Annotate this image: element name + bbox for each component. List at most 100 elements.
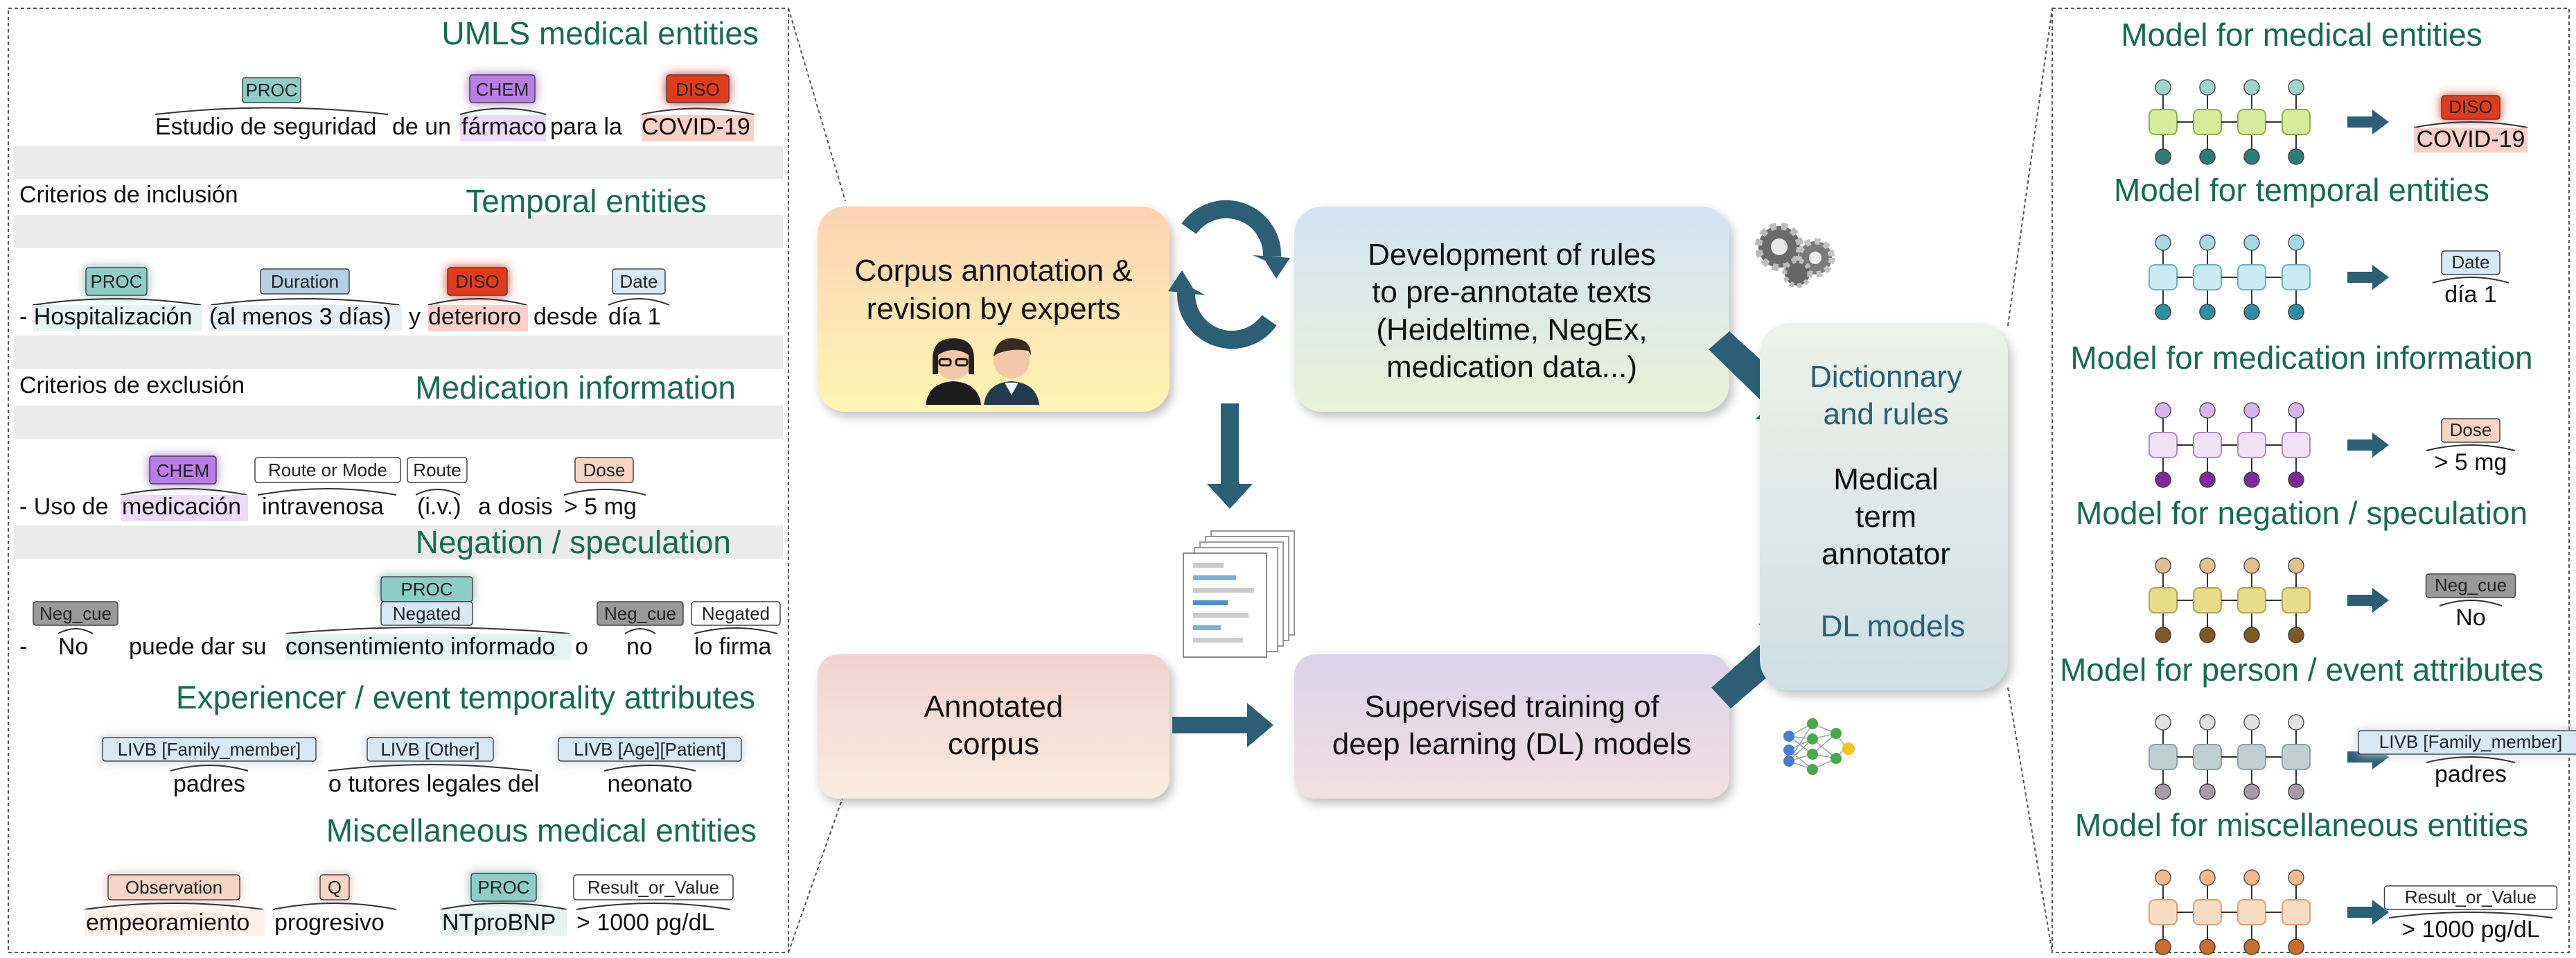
observation-tag-box [107,874,240,900]
output-node [2155,939,2171,955]
example-2: PROC Duration DISO Date - Hospitalizació… [19,267,670,331]
input-node [2243,402,2260,419]
output-node [2288,939,2304,955]
input-node [2288,869,2304,886]
left-panel: UMLS medical entities Temporal entities … [8,8,789,953]
model-arrow-head [2372,110,2389,134]
hidden-cell [2193,432,2222,458]
word: padres [173,771,245,797]
diso-tag: DISO [455,271,500,292]
heading-experiencer: Experiencer / event temporality attribut… [176,679,755,715]
annotator-line3: annotator [1821,537,1950,571]
right-arrow [1172,703,1273,747]
hidden-cell [2149,744,2178,770]
hidden-cell [2149,587,2178,613]
chem-highlight [121,495,248,521]
criteria-inclusion: Criterios de inclusión [19,182,238,208]
hidden-cell [2282,432,2311,458]
hidden-cell [2193,109,2222,135]
route-mode-tag: Route or Mode [268,460,387,480]
model-output: > 5 mg [2435,449,2507,476]
stripe [14,146,783,179]
annotator-line1: Medical [1833,462,1939,496]
bracket [576,903,731,910]
input-node [2288,557,2304,574]
input-node [2155,234,2171,251]
model-tag: Dose [2450,419,2492,440]
model-row: Model for person / event attributesLIVB … [2060,652,2576,800]
diso-tag-box [666,74,730,103]
output-node [2288,471,2304,488]
hidden-cell [2237,744,2266,770]
example-5: LIVB [Family_member] LIVB [Other] LIVB [… [102,737,742,797]
model-arrow-shaft [2347,595,2374,606]
model-arrow-head [2372,433,2389,458]
right-panel: Model for medical entitiesDISOCOVID-19Mo… [2052,8,2576,955]
neg-cue-tag: Neg_cue [604,603,676,624]
model-title: Model for temporal entities [2114,172,2489,208]
negated-tag-box [380,601,473,626]
center-workflow: Corpus annotation & revision by experts … [818,200,2008,799]
dose-tag-box [574,457,634,483]
model-bracket [2426,444,2516,451]
hidden-cell [2193,264,2222,290]
proc-tag-box [85,267,148,296]
example-1: PROC CHEM DISO Estudio de seguridad de u… [155,74,755,141]
heading-umls: UMLS medical entities [441,15,759,51]
output-node [2243,783,2260,800]
rules-dev-box [1294,207,1729,412]
word: NTproBNP [442,909,556,936]
model-arrow-shaft [2347,116,2374,128]
model-tag-box [2441,95,2500,120]
stripe [14,406,783,439]
bracket [84,903,264,910]
hidden-cell [2193,744,2222,770]
word: > 1000 pg/dL [576,909,714,936]
dose-tag: Dose [583,460,626,480]
hidden-cell [2193,587,2222,613]
output-node [2288,627,2304,643]
word: lo firma [694,634,772,660]
model-tag: Neg_cue [2435,575,2507,595]
zoom-line [2007,8,2053,326]
word: y [409,304,421,330]
annotated-corpus-line2: corpus [948,727,1039,761]
date-tag: Date [620,271,658,292]
input-node [2155,402,2171,419]
word: Estudio de seguridad [155,114,376,140]
input-node [2155,714,2171,731]
heading-medication: Medication information [415,369,736,406]
negated-tag-box [691,601,781,626]
proc-tag: PROC [245,80,297,101]
word: No [58,634,88,660]
diso-highlight [642,115,754,141]
bracket [272,903,397,910]
model-output: padres [2435,761,2507,787]
model-tag: Result_or_Value [2405,887,2537,907]
hidden-cell [2149,899,2178,925]
model-arrow-shaft [2347,272,2374,283]
livb-family-tag: LIVB [Family_member] [118,739,301,760]
word: - Hospitalización [19,304,192,330]
model-arrow-head [2372,265,2389,290]
word: progresivo [274,909,385,936]
word: no [626,634,653,660]
bracket [33,298,202,306]
output-node [2155,627,2171,643]
livb-tag-box [367,737,494,762]
model-bracket [2426,756,2516,763]
input-node [2243,714,2260,731]
livb-age-tag: LIVB [Age][Patient] [574,739,726,760]
output-node [2243,627,2260,643]
input-node [2199,234,2216,251]
proc-tag-box [470,873,537,902]
hidden-cell [2193,899,2222,925]
word: o tutores legales del [328,771,539,797]
model-bracket [2432,277,2509,284]
route-tag: Route [413,460,461,480]
chem-tag: CHEM [157,460,210,481]
bracket [641,107,755,115]
livb-other-tag: LIVB [Other] [380,739,479,760]
